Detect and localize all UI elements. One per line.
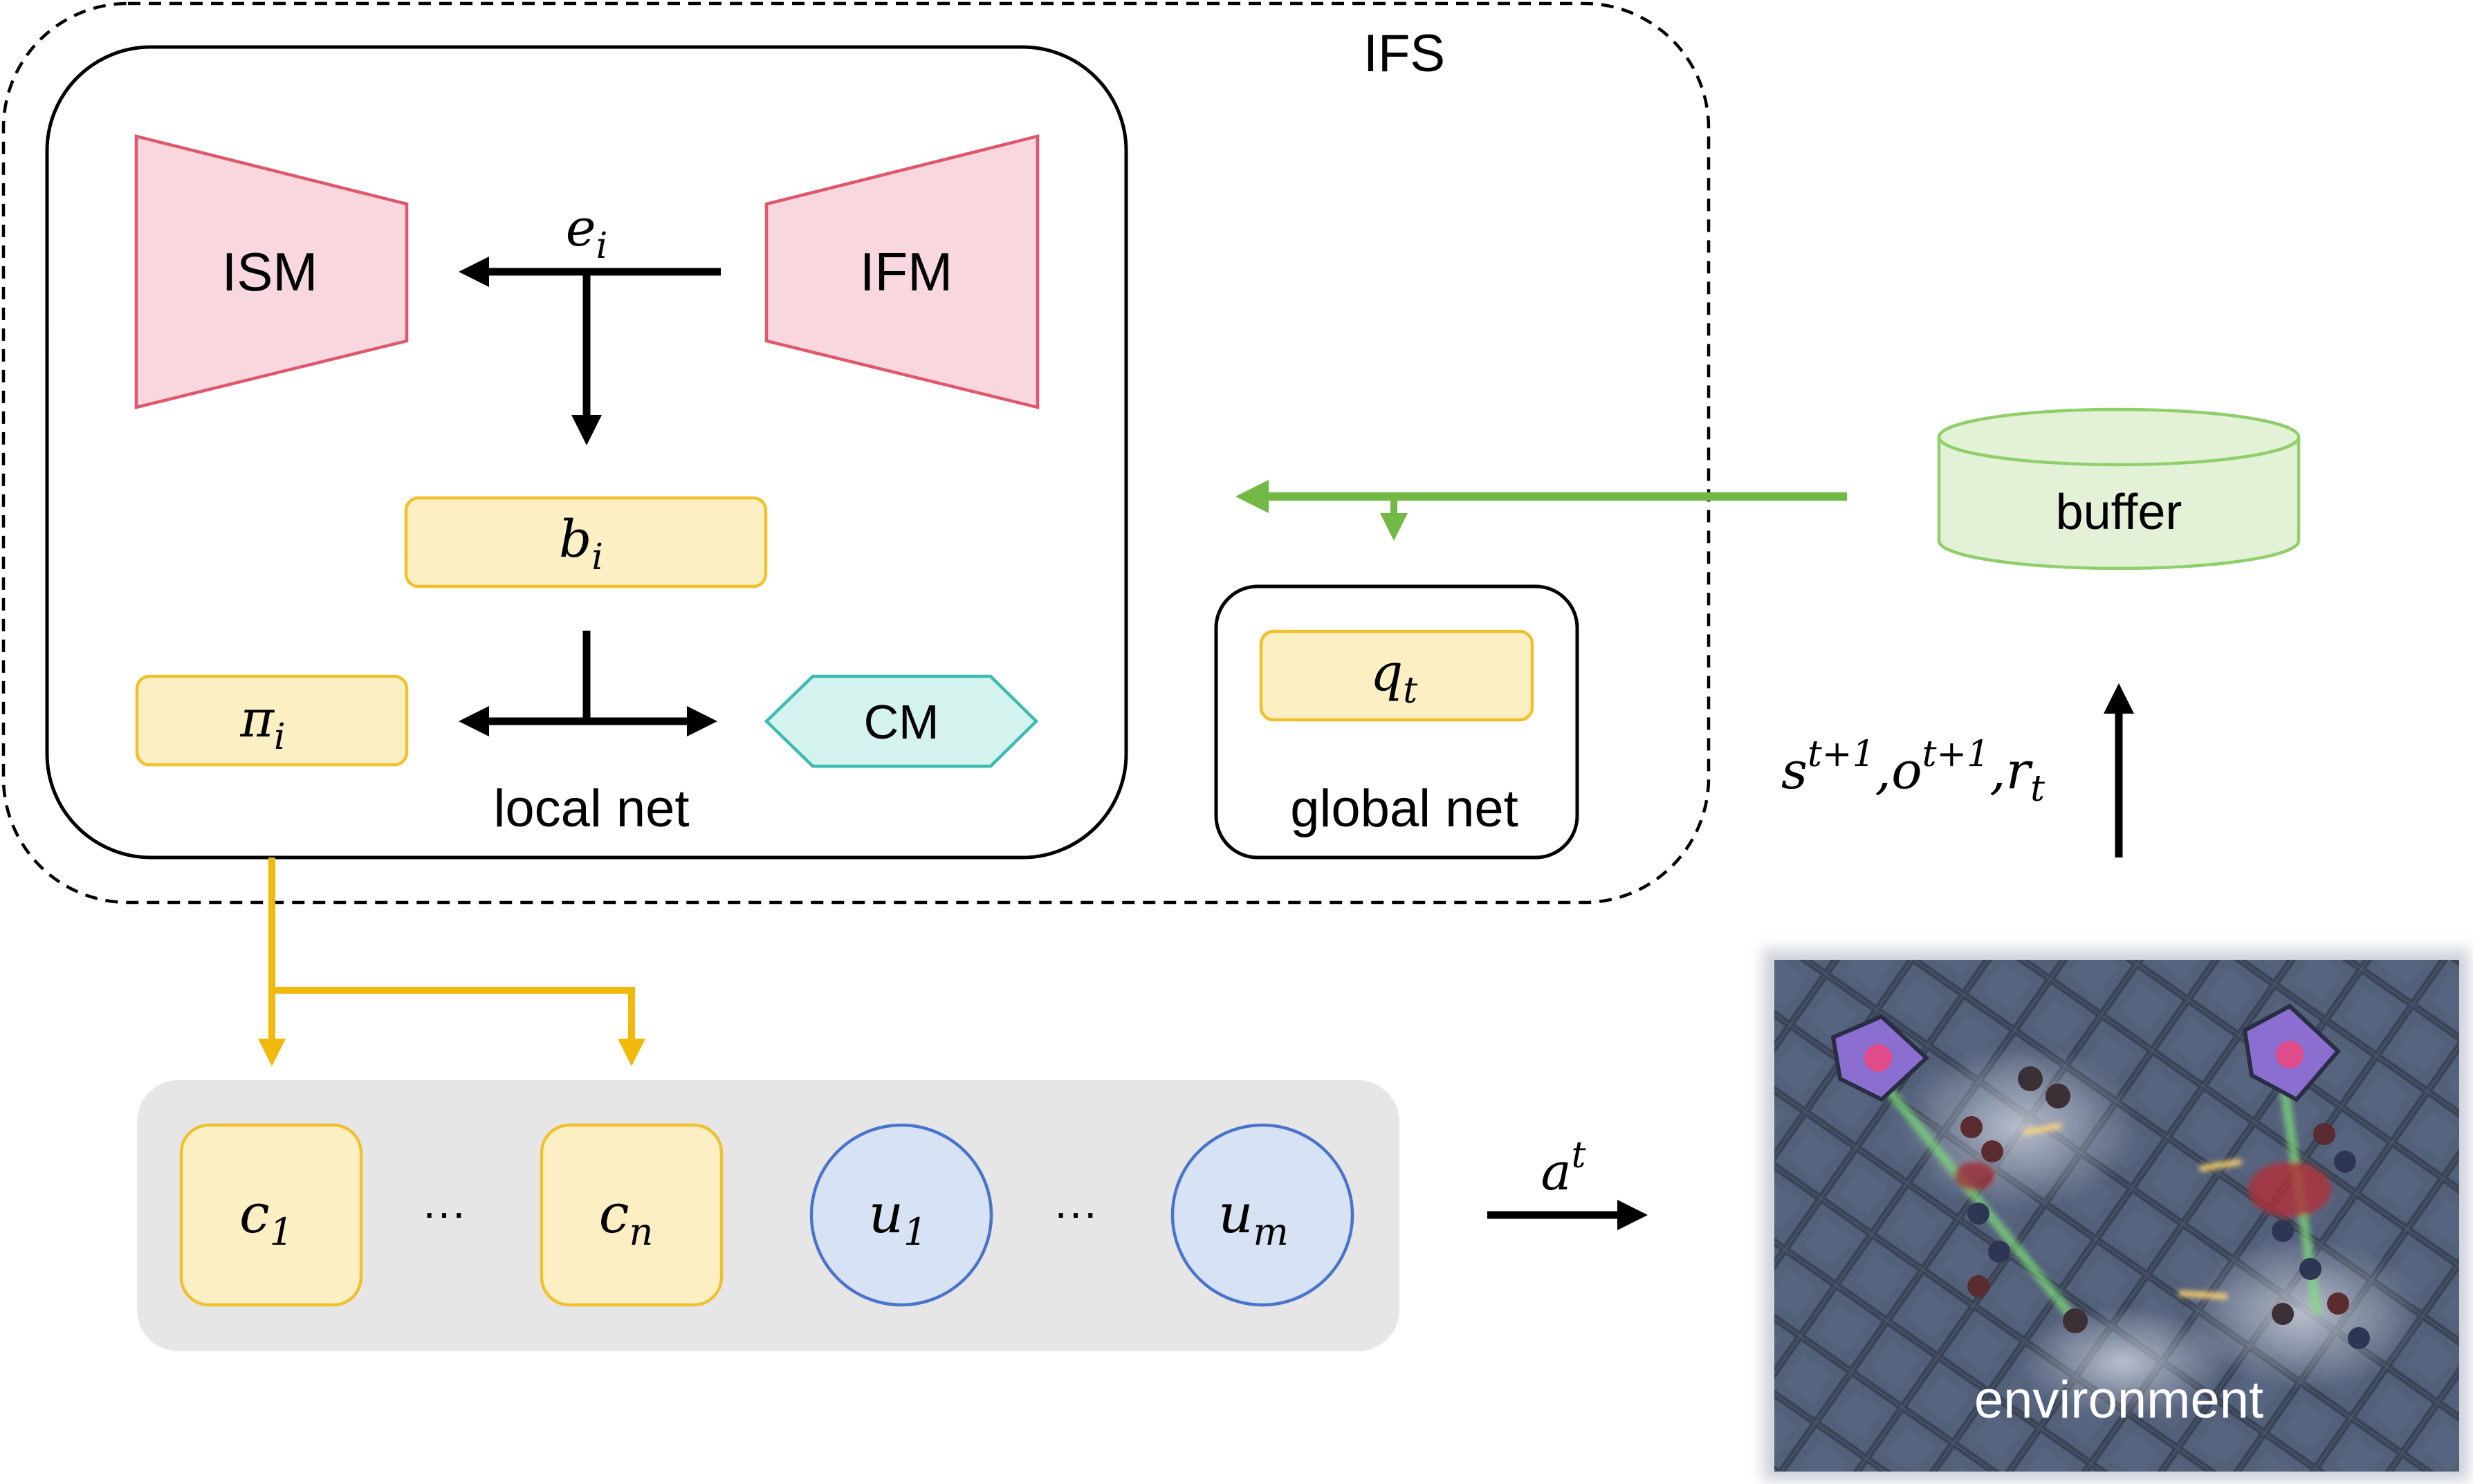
ifs-container — [1, 1, 1711, 905]
b-i-box — [404, 496, 768, 588]
arrow-local-to-cn — [272, 987, 645, 1066]
local-net-label: local net — [493, 779, 689, 838]
global-net-box — [1214, 584, 1579, 860]
environment-label: environment — [1974, 1371, 2263, 1429]
e-i-label: ei — [566, 198, 607, 267]
u-1-label: u1 — [869, 1183, 928, 1254]
ifm-label: IFM — [860, 241, 953, 302]
u-m-node — [1170, 1123, 1354, 1307]
c-ellipsis: ··· — [422, 1187, 466, 1237]
global-net-label: global net — [1290, 779, 1518, 838]
c-n-label: cn — [599, 1183, 653, 1254]
buffer-cylinder — [1937, 407, 2301, 571]
environment-image — [1763, 949, 2470, 1481]
cm-block — [764, 674, 1039, 768]
buffer-label: buffer — [2056, 485, 2182, 540]
ifs-label: IFS — [1363, 24, 1445, 83]
observation-label: st+1,ot+1,rt — [1781, 734, 2045, 810]
u-m-label: um — [1218, 1183, 1288, 1254]
pi-i-label: πi — [239, 689, 285, 758]
agents-panel — [137, 1080, 1399, 1351]
local-net-box — [45, 45, 1128, 860]
u-ellipsis: ··· — [1054, 1187, 1098, 1237]
b-i-label: bi — [559, 510, 603, 578]
action-label: at — [1541, 1135, 1585, 1202]
ifm-block — [764, 134, 1040, 409]
environment-units — [1830, 1003, 2370, 1349]
cm-label: CM — [864, 695, 939, 749]
pi-i-box — [135, 674, 409, 767]
q-t-label: qt — [1370, 643, 1417, 712]
c-1-label: c1 — [239, 1183, 293, 1254]
c-n-node — [540, 1123, 724, 1307]
ism-block — [134, 134, 409, 409]
c-1-node — [179, 1123, 363, 1307]
ism-label: ISM — [222, 241, 318, 302]
q-t-box — [1259, 629, 1534, 722]
u-1-node — [809, 1123, 993, 1307]
